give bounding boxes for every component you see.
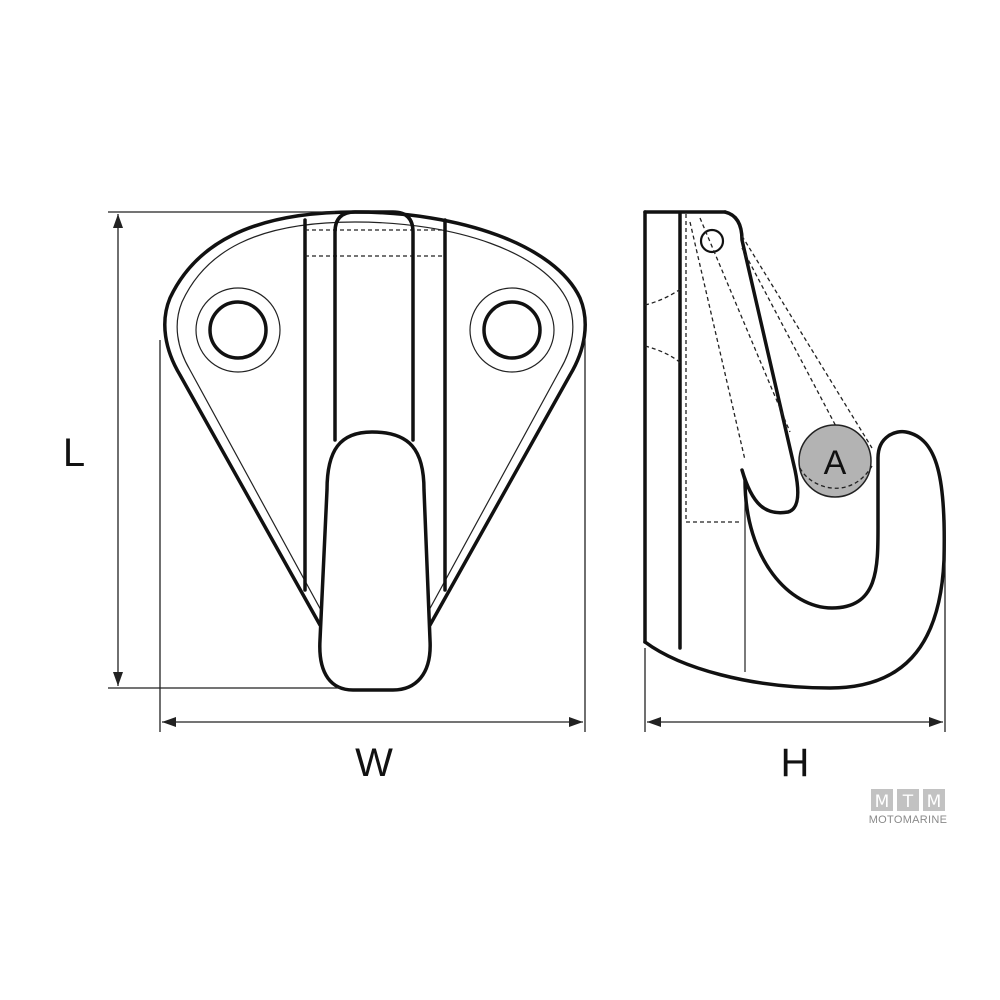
- side-hook-body: [643, 210, 947, 690]
- side-hidden-curve-2: [644, 345, 683, 365]
- front-hook-tip: [318, 430, 432, 692]
- width-dimension: W: [159, 340, 586, 785]
- left-mounting-hole: [195, 287, 281, 373]
- height-label: H: [781, 741, 810, 785]
- svg-text:MOTOMARINE: MOTOMARINE: [869, 814, 948, 826]
- opening-a-hidden-arc: [799, 465, 873, 489]
- side-view: A: [643, 210, 947, 690]
- opening-a-circle: [798, 424, 872, 498]
- right-mounting-hole: [469, 287, 555, 373]
- motomarine-logo: M T M MOTOMARINE: [869, 789, 948, 826]
- svg-text:T: T: [902, 792, 914, 812]
- side-hidden-line-4: [699, 217, 791, 433]
- front-hook-shank: [333, 210, 415, 442]
- side-hidden-line-3: [689, 221, 746, 461]
- side-hidden-curve-1: [644, 287, 683, 306]
- front-view: [163, 210, 587, 692]
- side-attachment-hole: [699, 228, 725, 254]
- opening-a-label: A: [824, 444, 847, 482]
- svg-text:M: M: [927, 792, 942, 812]
- height-dimension: H: [644, 520, 946, 785]
- length-dimension: L: [63, 211, 340, 689]
- side-hidden-line-5: [741, 235, 873, 449]
- width-label: W: [355, 741, 393, 785]
- length-label: L: [63, 431, 85, 475]
- svg-text:M: M: [875, 792, 890, 812]
